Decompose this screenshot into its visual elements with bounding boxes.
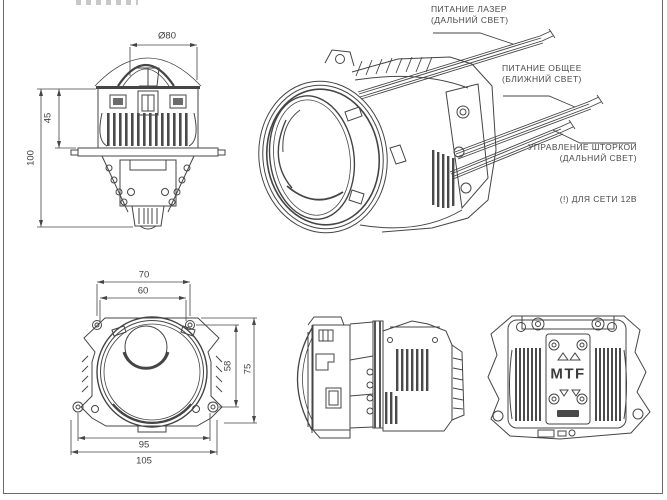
dim-label-diameter-80: Ø80 xyxy=(158,30,176,42)
label-common-power-line1: ПИТАНИЕ ОБЩЕЕ xyxy=(502,63,582,73)
label-voltage-note: (!) ДЛЯ СЕТИ 12В xyxy=(559,194,637,204)
leader-common xyxy=(503,95,576,108)
mtf-logo-text: MTF xyxy=(550,365,586,383)
rear-view-drawing xyxy=(487,315,651,440)
dim-label-100: 100 xyxy=(25,150,37,166)
dim-label-75: 75 xyxy=(242,363,254,375)
label-shutter-control-line1: УПРАВЛЕНИЕ ШТОРКОЙ xyxy=(527,142,637,152)
top-view-dimensions xyxy=(37,43,198,228)
dim-label-58: 58 xyxy=(222,360,234,372)
wire-harness xyxy=(357,28,636,180)
wire-shutter xyxy=(449,119,576,180)
label-laser-power-line2: (ДАЛЬНИЙ СВЕТ) xyxy=(431,15,509,25)
label-shutter-control: УПРАВЛЕНИЕ ШТОРКОЙ(ДАЛЬНИЙ СВЕТ) xyxy=(528,142,637,164)
cropped-text-artifact xyxy=(76,0,138,5)
side-view-drawing xyxy=(296,316,465,439)
dim-label-105: 105 xyxy=(136,455,152,467)
label-shutter-control-line2: (ДАЛЬНИЙ СВЕТ) xyxy=(559,153,637,163)
dim-label-70: 70 xyxy=(138,269,150,281)
side-view-fins xyxy=(385,349,429,424)
dim-label-60: 60 xyxy=(137,285,149,297)
leader-laser xyxy=(433,32,514,45)
front-view-drawing xyxy=(72,316,223,433)
leader-shutter xyxy=(552,129,636,144)
3d-heatsink-fins xyxy=(432,150,455,208)
label-laser-power: ПИТАНИЕ ЛАЗЕР(ДАЛЬНИЙ СВЕТ) xyxy=(431,4,508,26)
dim-label-45: 45 xyxy=(42,112,54,124)
projector-3d-drawing xyxy=(258,49,497,234)
label-laser-power-line1: ПИТАНИЕ ЛАЗЕР xyxy=(431,4,507,14)
wire-laser xyxy=(357,28,556,100)
top-view-heatsink-fins xyxy=(107,113,188,146)
label-common-power: ПИТАНИЕ ОБЩЕЕ(БЛИЖНИЙ СВЕТ) xyxy=(502,63,582,85)
front-view-dimensions xyxy=(70,280,257,455)
dim-label-95: 95 xyxy=(138,439,150,451)
rear-view-fins xyxy=(515,348,621,421)
top-view-drawing xyxy=(70,57,226,230)
wire-common xyxy=(454,94,604,160)
label-common-power-line2: (БЛИЖНИЙ СВЕТ) xyxy=(502,74,582,84)
sheet-frame xyxy=(3,0,663,494)
